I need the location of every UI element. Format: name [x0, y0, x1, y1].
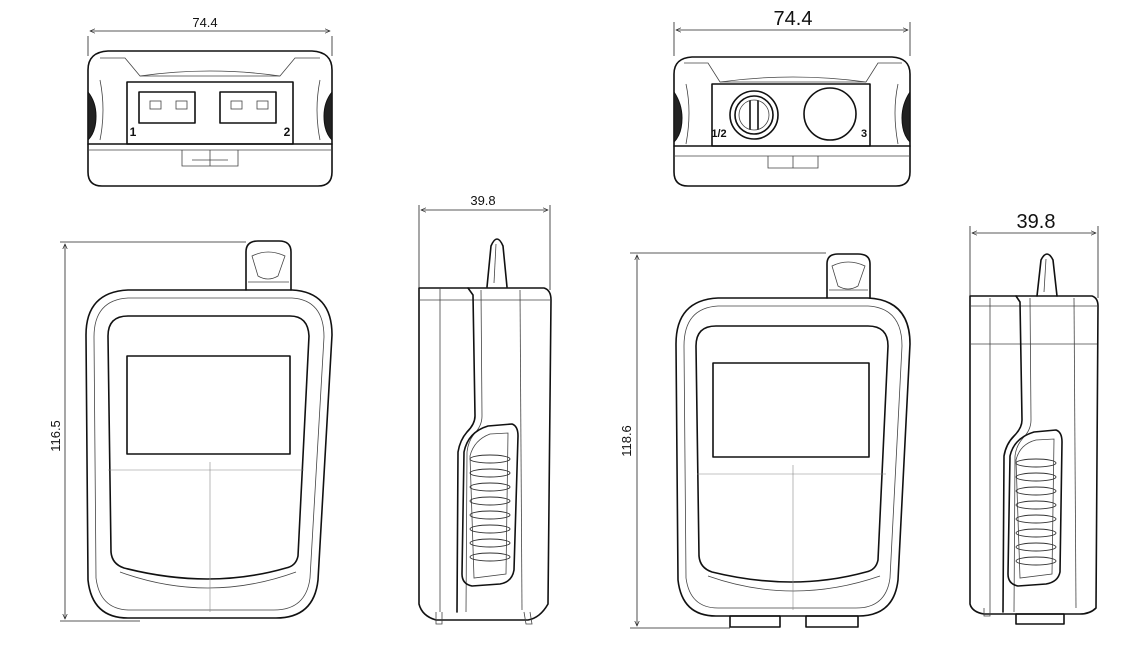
front-view-2-height-label: 118.6 [619, 425, 634, 457]
front-view-1: 116.5 [48, 240, 333, 622]
side-view-1: 39.8 [418, 193, 552, 625]
connector-1-2-label: 1/2 [711, 128, 726, 140]
front-view-1-height-label: 116.5 [48, 420, 63, 452]
top-view-1-width-label: 74.4 [192, 15, 217, 30]
connector-1-label: 1 [130, 125, 137, 139]
top-view-thermocouple: 74.4 1 2 [87, 15, 333, 187]
connector-2-label: 2 [284, 125, 291, 139]
top-view-round-connectors: 74.4 1/2 3 [673, 8, 911, 187]
side-view-2-depth-label: 39.8 [1017, 211, 1056, 233]
front-view-2: 118.6 [619, 252, 911, 629]
side-view-1-depth-label: 39.8 [470, 193, 495, 208]
connector-3-label: 3 [861, 128, 867, 140]
top-view-2-width-label: 74.4 [774, 8, 813, 30]
side-view-2: 39.8 [969, 211, 1099, 625]
